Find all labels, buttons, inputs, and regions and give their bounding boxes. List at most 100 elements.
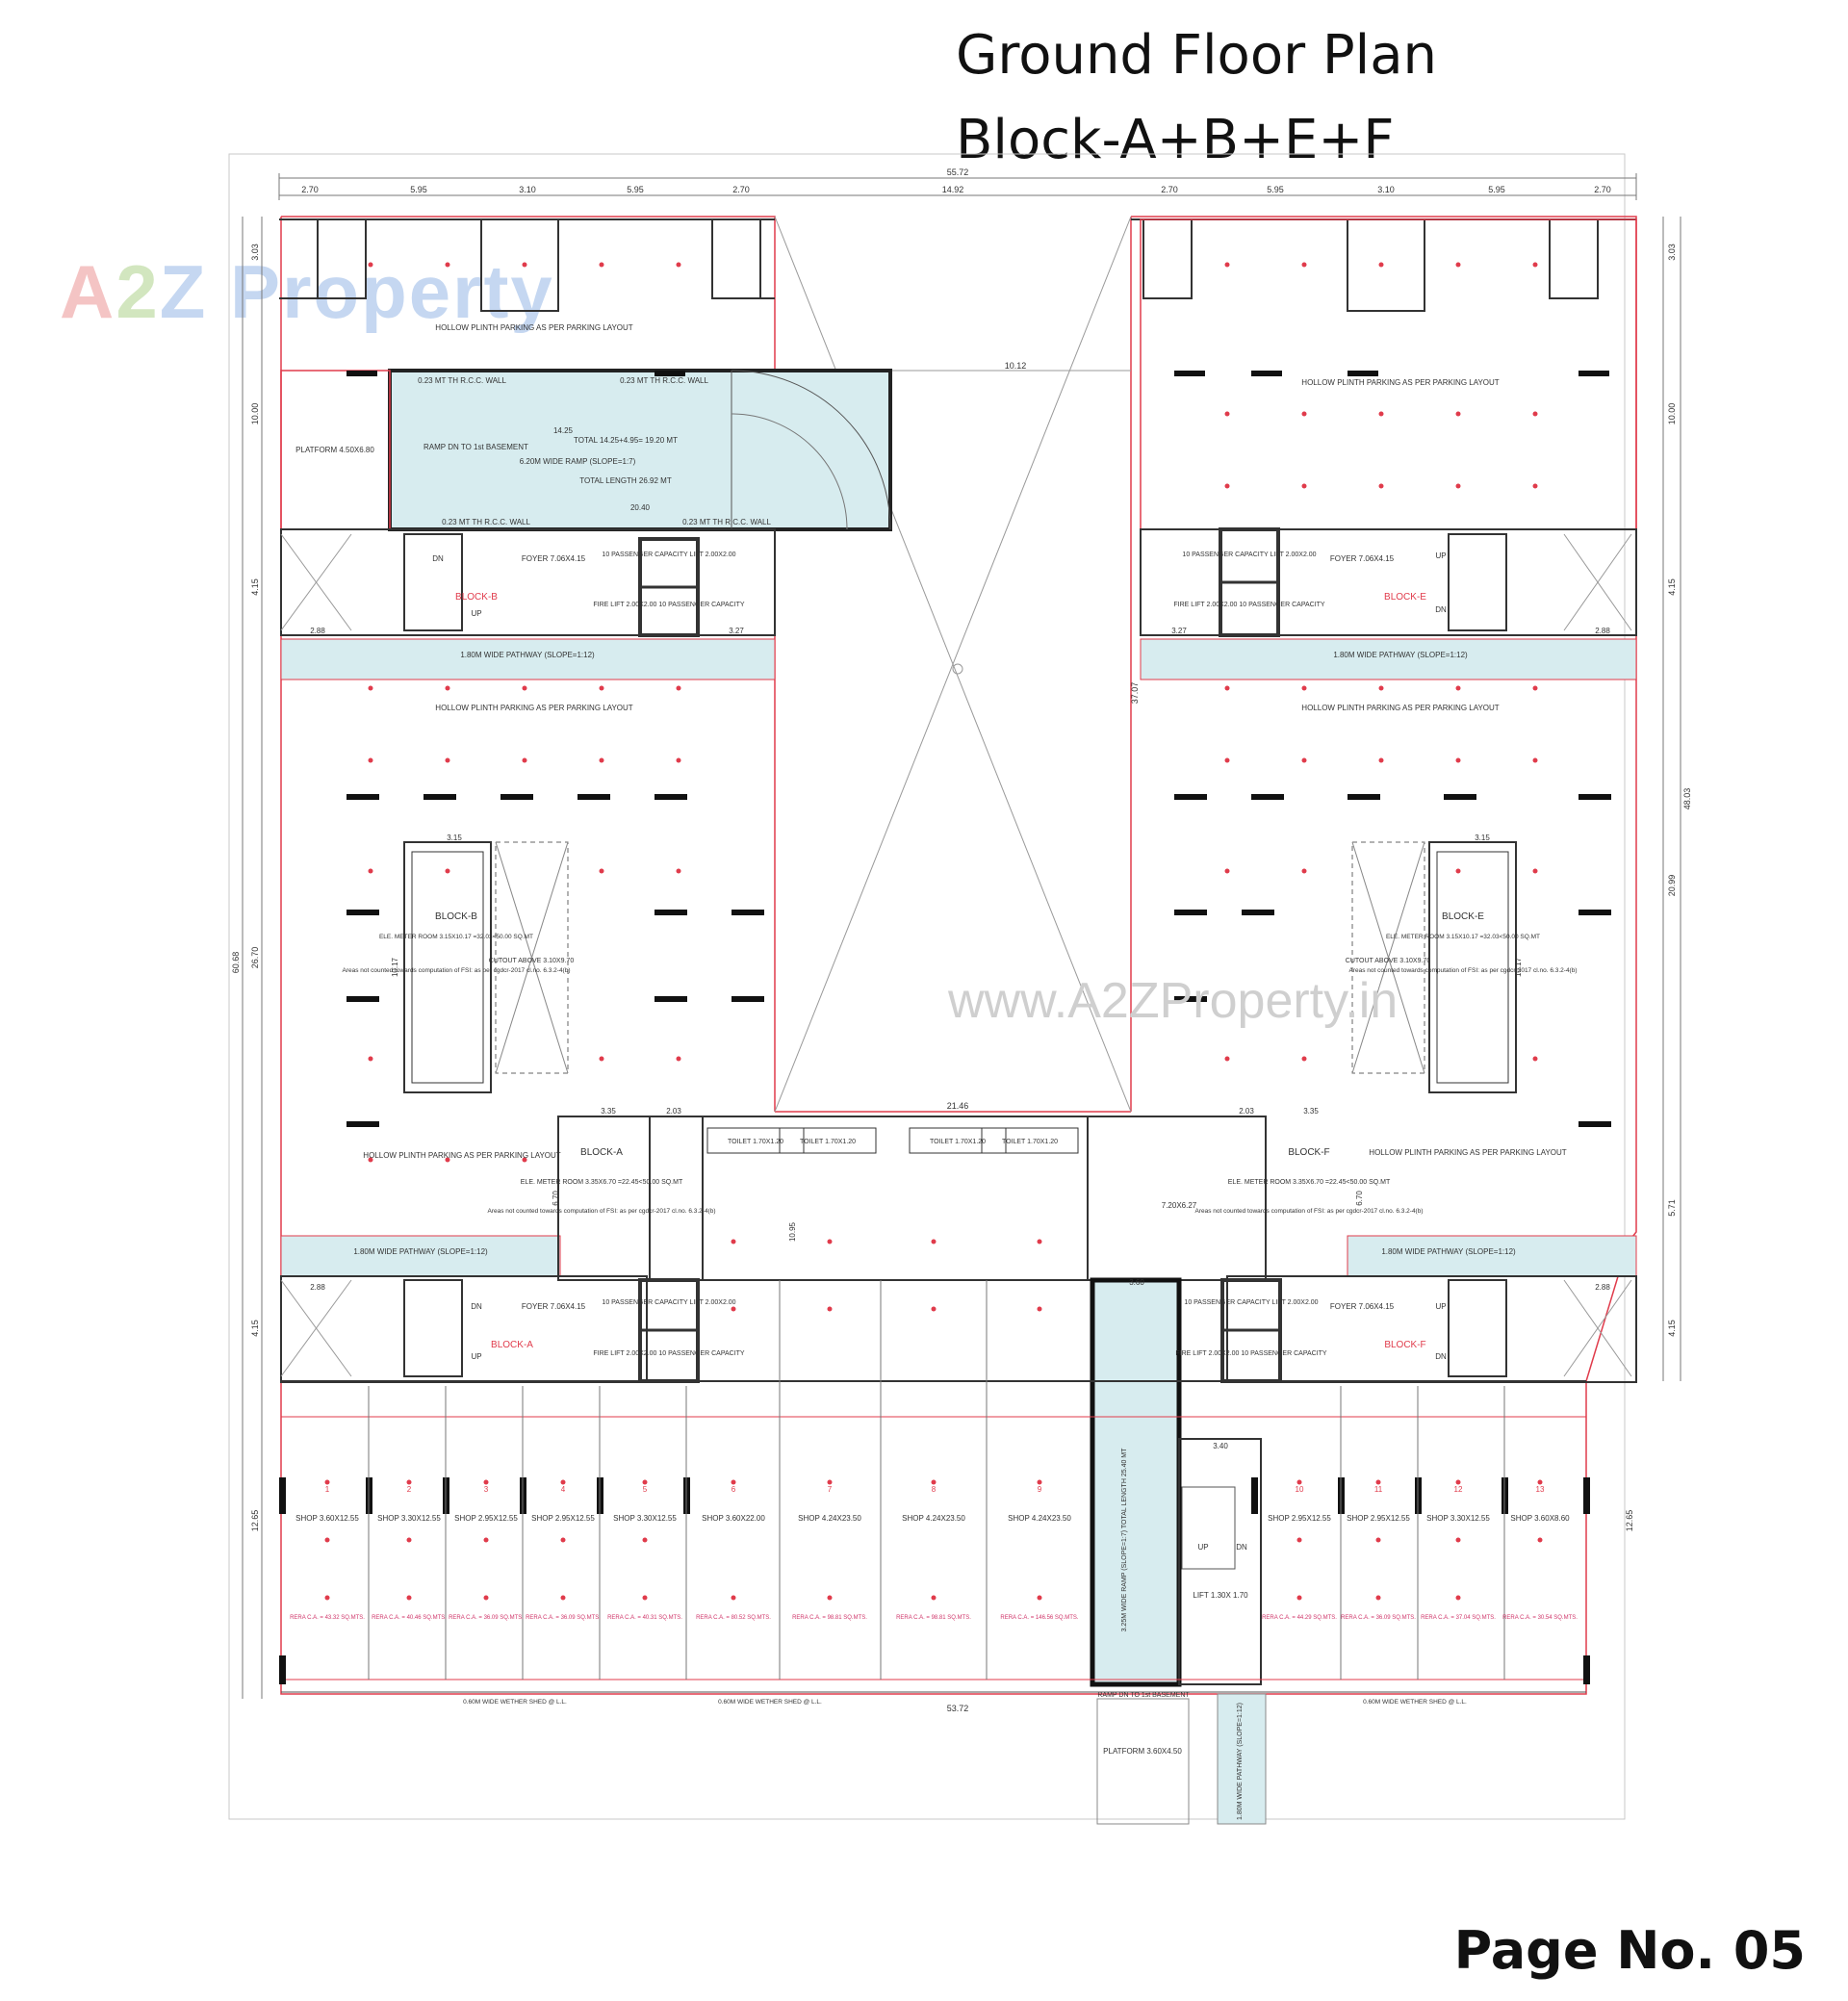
dim-right-seg: 4.15	[1667, 578, 1677, 596]
dim-centre-gap: 21.46	[947, 1101, 969, 1111]
shop-size: SHOP 3.60X22.00	[702, 1514, 765, 1523]
dim-top-seg: 2.70	[1161, 185, 1178, 194]
shop-number: 13	[1536, 1485, 1545, 1494]
toilet-label: TOILET 1.70X1.20	[800, 1139, 856, 1145]
pathway-label: 1.80M WIDE PATHWAY (SLOPE=1:12)	[1333, 651, 1468, 659]
shop-number: 7	[828, 1485, 833, 1494]
fire-lift-label: FIRE LIFT 2.00X2.00 10 PASSENGER CAPACIT…	[593, 602, 745, 608]
dim-top-seg: 3.10	[519, 185, 536, 194]
shop-number: 9	[1038, 1485, 1042, 1494]
block-e-tag: BLOCK-E	[1384, 592, 1426, 603]
shop-row-structure	[281, 1380, 1586, 1693]
passenger-lift-label: 10 PASSENGER CAPACITY LIFT 2.00X2.00	[1184, 1299, 1318, 1306]
block-b-core	[280, 528, 776, 637]
stair-up: UP	[1435, 552, 1446, 560]
foyer-label: FOYER 7.06X4.15	[1330, 554, 1395, 563]
pathway-label: 1.80M WIDE PATHWAY (SLOPE=1:12)	[353, 1247, 488, 1256]
shop-rera: RERA C.A. = 43.32 SQ.MTS.	[290, 1615, 365, 1621]
pathway-label: 1.80M WIDE PATHWAY (SLOPE=1:12)	[1381, 1247, 1516, 1256]
dim-top-seg: 2.70	[1594, 185, 1611, 194]
dim-360: 3.60	[1129, 1278, 1144, 1287]
hollow-plinth-label: HOLLOW PLINTH PARKING AS PER PARKING LAY…	[1369, 1148, 1566, 1157]
shop-rera: RERA C.A. = 40.31 SQ.MTS.	[607, 1615, 682, 1621]
meter-room-b-label: ELE. METER ROOM 3.15X10.17 =32.03<50.00 …	[379, 934, 533, 940]
shop-size: SHOP 3.60X12.55	[295, 1514, 359, 1523]
small-lift-label: LIFT 1.30X 1.70	[1193, 1591, 1248, 1600]
shed-label: 0.60M WIDE WETHER SHED @ L.L.	[1363, 1699, 1467, 1706]
centre-ramp-label: 3.25M WIDE RAMP (SLOPE=1:7) TOTAL LENGTH…	[1121, 1448, 1128, 1632]
plan-frame	[228, 153, 1626, 1820]
platform-bottom-label: PLATFORM 3.60X4.50	[1103, 1747, 1182, 1756]
dim-315: 3.15	[447, 834, 462, 842]
dim-315: 3.15	[1475, 834, 1490, 842]
dim-340: 3.40	[1213, 1442, 1228, 1450]
shop-size: SHOP 4.24X23.50	[798, 1514, 861, 1523]
dim-335: 3.35	[601, 1107, 616, 1116]
dim-left-seg: 26.70	[250, 947, 260, 969]
shop-labels: 1 SHOP 3.60X12.55 RERA C.A. = 43.32 SQ.M…	[290, 1485, 1578, 1621]
dim-288: 2.88	[1595, 627, 1610, 635]
dim-288: 2.88	[310, 627, 325, 635]
side-dimension-lines	[242, 217, 1681, 1699]
shop-number: 1	[325, 1485, 330, 1494]
block-b-top-projections	[279, 218, 775, 312]
block-b-label: BLOCK-B	[435, 911, 477, 922]
meter-room-f-label: ELE. METER ROOM 3.35X6.70 =22.45<50.00 S…	[1228, 1179, 1391, 1186]
ramp-wide-label: 6.20M WIDE RAMP (SLOPE=1:7)	[520, 457, 636, 466]
shop-column-dots	[324, 1239, 1543, 1601]
platform-top-label: PLATFORM 4.50X6.80	[295, 446, 374, 454]
ramp-dn-basement-label: RAMP DN TO 1st BASEMENT	[1097, 1692, 1190, 1699]
centre-ramp	[1090, 1277, 1267, 1825]
shop-number: 5	[643, 1485, 648, 1494]
stair-up: UP	[471, 609, 481, 618]
dim-left-seg: 4.15	[250, 578, 260, 596]
hollow-plinth-label: HOLLOW PLINTH PARKING AS PER PARKING LAY…	[435, 704, 632, 712]
dim-top-seg: 5.95	[410, 185, 427, 194]
ramp-20-40: 20.40	[630, 503, 651, 512]
watermark-logo: A2Z Property	[60, 249, 554, 334]
shop-number: 11	[1374, 1485, 1383, 1494]
hollow-plinth-label: HOLLOW PLINTH PARKING AS PER PARKING LAY…	[1301, 704, 1499, 712]
dim-left-total: 60.68	[231, 952, 241, 974]
fire-lift-label: FIRE LIFT 2.00X2.00 10 PASSENGER CAPACIT…	[1173, 602, 1325, 608]
shop-wall-posts	[279, 1477, 1590, 1684]
shed-label: 0.60M WIDE WETHER SHED @ L.L.	[463, 1699, 567, 1706]
foyer-label: FOYER 7.06X4.15	[522, 554, 586, 563]
fire-lift-label: FIRE LIFT 2.00X2.00 10 PASSENGER CAPACIT…	[593, 1350, 745, 1357]
dim-top-seg: 5.95	[1488, 185, 1505, 194]
dim-top-seg: 2.70	[732, 185, 750, 194]
block-b-tag: BLOCK-B	[455, 592, 498, 603]
shop-number: 2	[407, 1485, 412, 1494]
shop-number: 10	[1296, 1485, 1304, 1494]
dim-overall-top: 55.72	[947, 167, 969, 177]
shop-number: 6	[732, 1485, 736, 1494]
shop-number: 4	[561, 1485, 566, 1494]
meter-note: Areas not counted towards computation of…	[342, 967, 570, 974]
right-dimension-texts: 48.03 3.03 10.00 4.15 20.99 5.71 4.15 12…	[1130, 244, 1692, 1531]
shop-rera: RERA C.A. = 36.09 SQ.MTS.	[526, 1615, 601, 1621]
meter-note: Areas not counted towards computation of…	[1194, 1208, 1423, 1215]
shop-rera: RERA C.A. = 98.81 SQ.MTS.	[792, 1615, 867, 1621]
shop-rera: RERA C.A. = 37.04 SQ.MTS.	[1421, 1615, 1496, 1621]
dim-left-seg: 12.65	[250, 1510, 260, 1532]
hollow-plinth-label: HOLLOW PLINTH PARKING AS PER PARKING LAY…	[363, 1151, 560, 1160]
main-ramp	[388, 369, 892, 531]
rcc-wall-label: 0.23 MT TH R.C.C. WALL	[442, 518, 530, 526]
plan-title: Ground Floor Plan	[956, 24, 1438, 87]
shop-dividers	[368, 1280, 1505, 1680]
shop-size: SHOP 2.95X12.55	[531, 1514, 595, 1523]
passenger-lift-label: 10 PASSENGER CAPACITY LIFT 2.00X2.00	[602, 552, 735, 558]
cutout-label: CUTOUT ABOVE 3.10X9.70	[489, 958, 575, 964]
foyer-label: FOYER 7.06X4.15	[1330, 1302, 1395, 1311]
cutout-label: CUTOUT ABOVE 3.10X9.70	[1346, 958, 1431, 964]
stair-dn: DN	[1435, 605, 1447, 614]
block-f-label: BLOCK-F	[1288, 1147, 1329, 1158]
dim-327: 3.27	[729, 627, 744, 635]
block-b-meter-room	[403, 841, 569, 1093]
dim-203: 2.03	[666, 1107, 681, 1116]
dim-1017: 10.17	[1514, 957, 1523, 977]
shed-label: 0.60M WIDE WETHER SHED @ L.L.	[718, 1699, 822, 1706]
shop-number: 8	[932, 1485, 937, 1494]
pathways	[280, 638, 1637, 1277]
